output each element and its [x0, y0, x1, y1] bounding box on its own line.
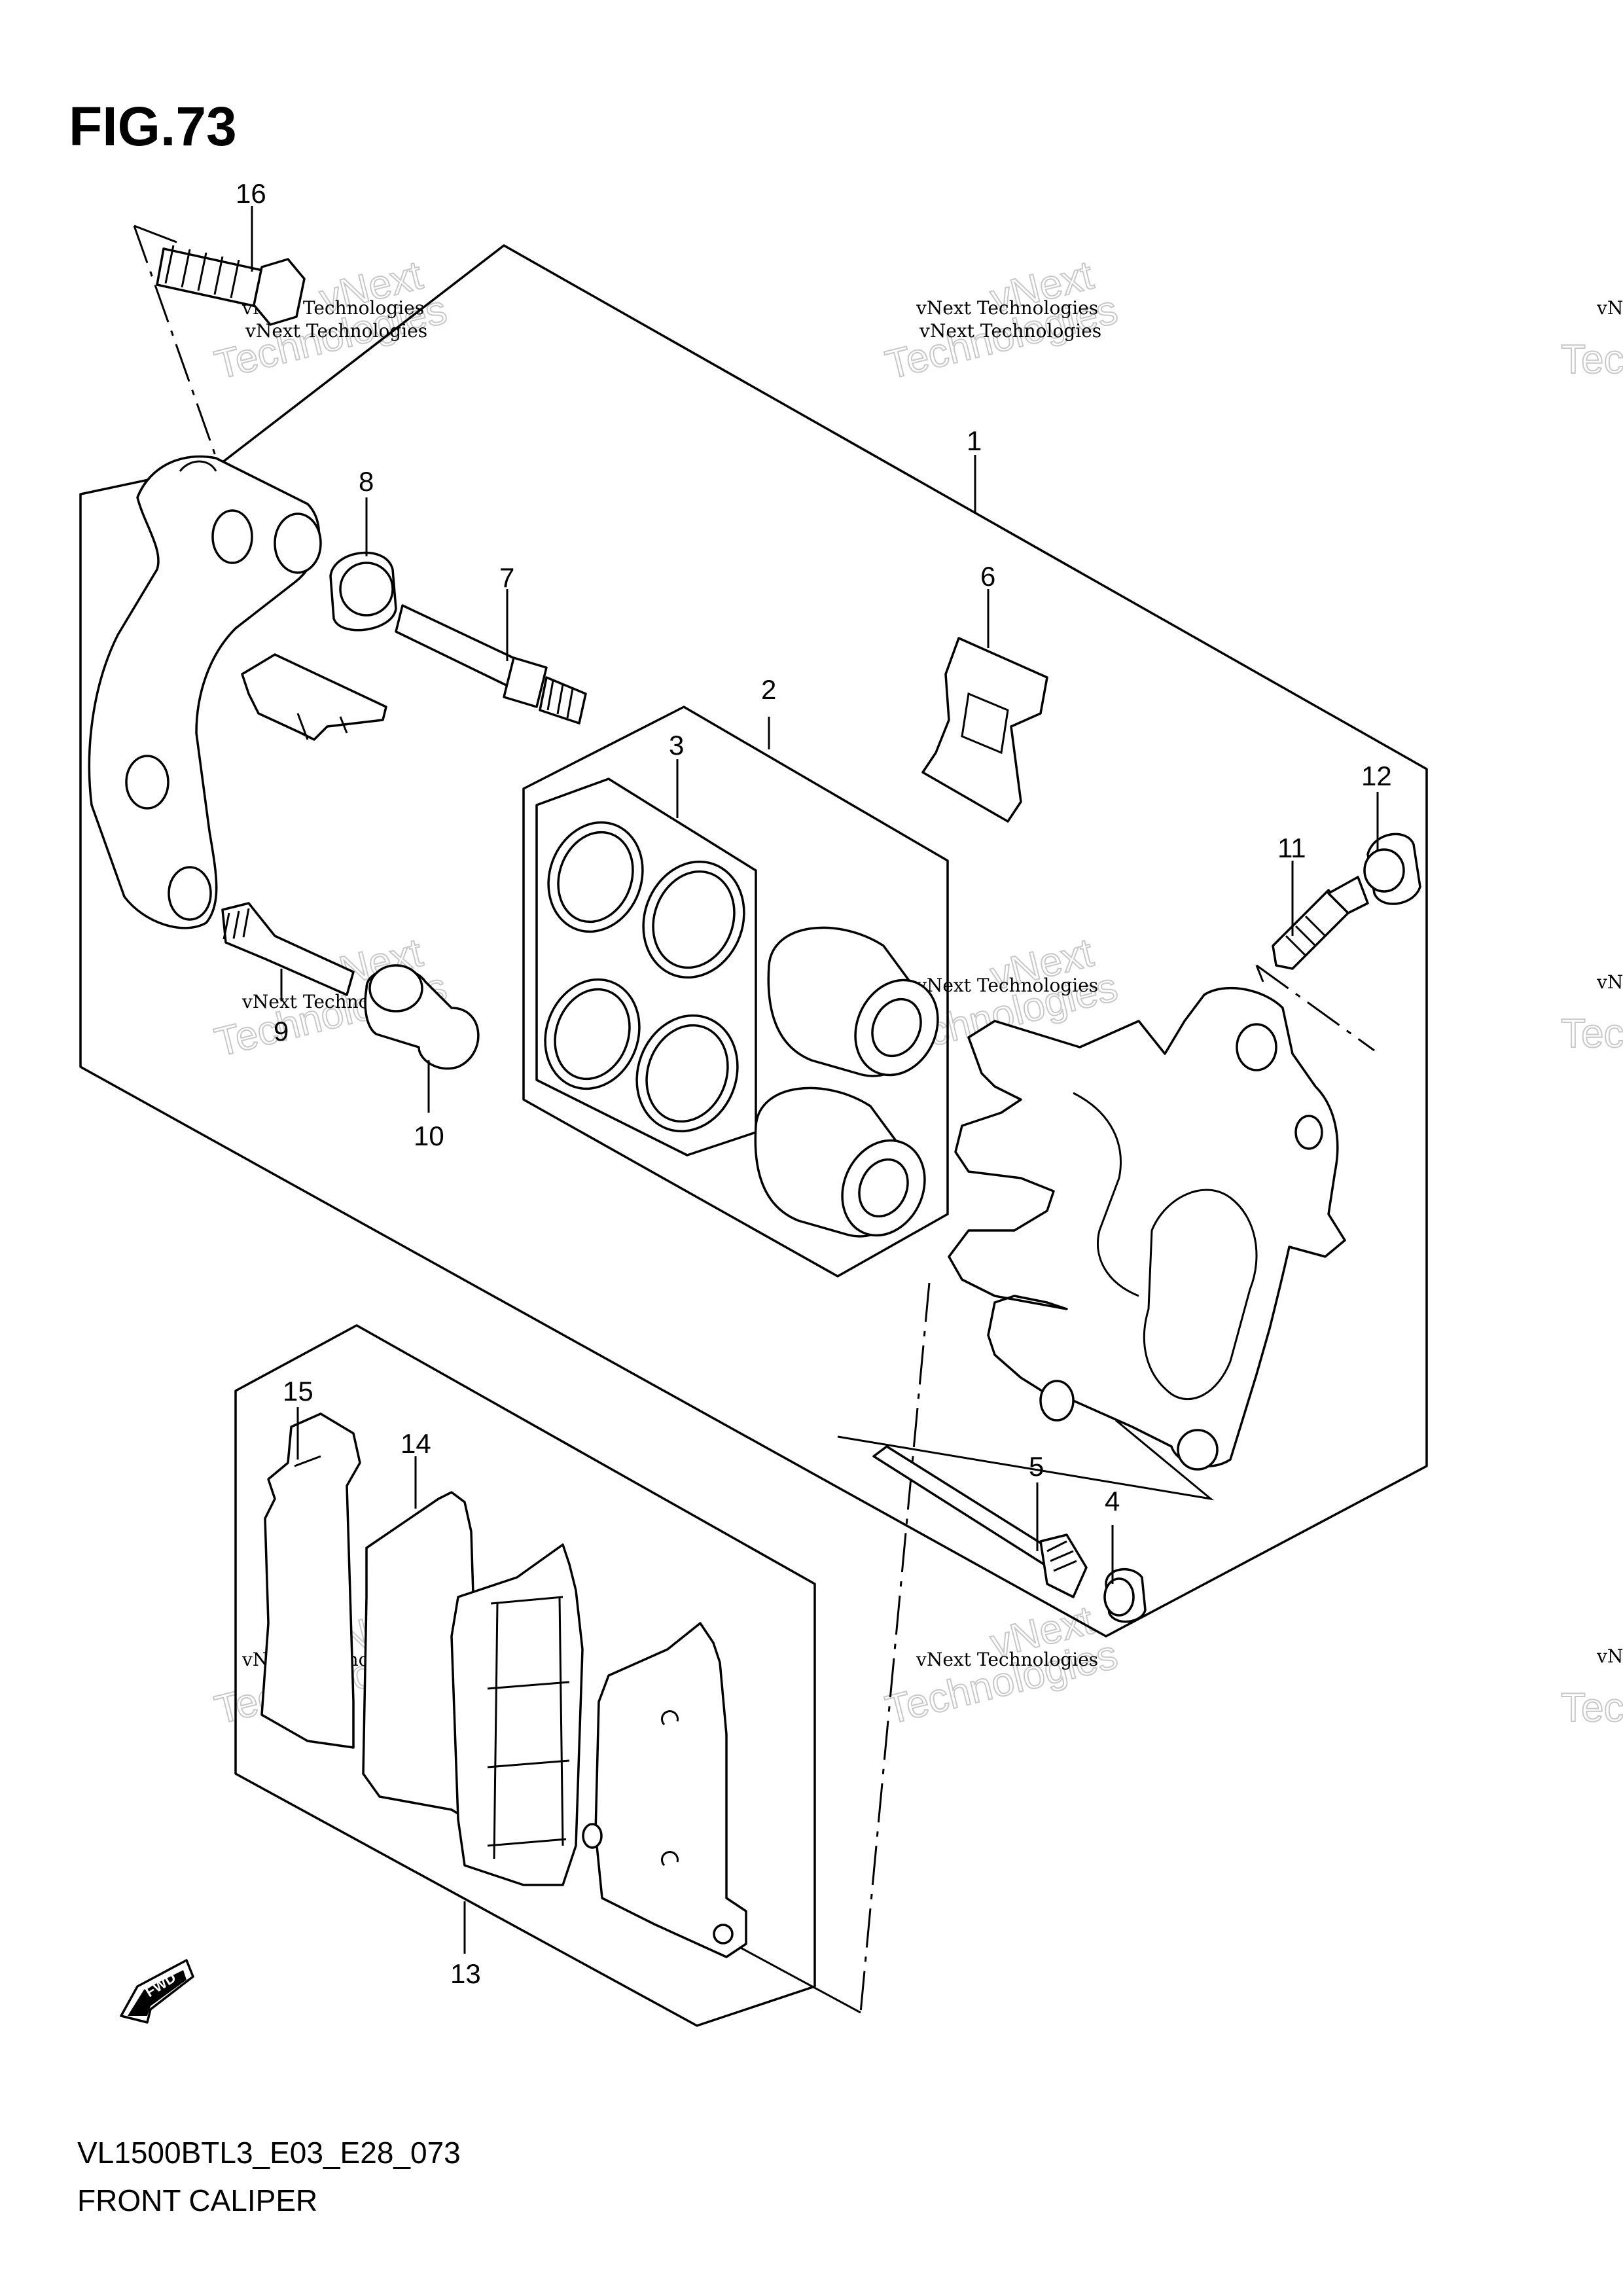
watermark-text-edge: vNext Technologies	[1596, 1645, 1623, 1667]
watermark-text: vNext Technologies	[916, 1649, 1098, 1670]
bolt-16	[156, 245, 306, 326]
pin5-guide-top	[837, 1419, 1215, 1501]
callout-11: 11	[1277, 833, 1306, 863]
assembly-outline-main	[79, 244, 1428, 1638]
callout-7: 7	[499, 562, 514, 593]
callout-2: 2	[761, 674, 776, 705]
figure-name: FRONT CALIPER	[77, 2183, 317, 2217]
callout-16: 16	[236, 178, 266, 209]
brake-pad-b	[582, 1622, 747, 1958]
watermark-text: vNext Technologies	[919, 320, 1101, 342]
callout-4: 4	[1105, 1486, 1120, 1516]
watermark-text-edge: vNext Technologies	[1596, 297, 1623, 319]
pad-shim-15	[260, 1412, 361, 1749]
bleeder-guide-short	[1255, 965, 1264, 982]
pad-retainer-6	[921, 637, 1048, 823]
bolt16-guide-line-top	[134, 224, 177, 243]
brake-pad-a	[450, 1543, 584, 1886]
callout-1: 1	[967, 425, 982, 456]
forward-arrow-icon: FWD	[120, 1959, 194, 2024]
pad-pin-guide	[739, 1946, 861, 2014]
leader-lines	[251, 206, 1379, 1954]
pin5-guide-line	[859, 1282, 931, 2013]
callout-5: 5	[1029, 1451, 1044, 1482]
bleeder-valve-11	[1272, 876, 1369, 970]
watermark-technologies-edge: Technologies	[1561, 337, 1623, 382]
callout-12: 12	[1361, 761, 1392, 791]
callout-10: 10	[414, 1121, 444, 1151]
caliper-body	[948, 986, 1346, 1471]
slide-pin-7	[395, 604, 587, 725]
caliper-bracket	[88, 455, 322, 929]
watermark-text-edge: vNext Technologies	[1596, 971, 1623, 993]
callout-8: 8	[359, 466, 374, 497]
seal-kit-outline	[522, 706, 949, 1278]
callout-14: 14	[401, 1428, 431, 1459]
callout-6: 6	[980, 561, 995, 592]
pistons	[754, 926, 939, 1238]
callout-9: 9	[274, 1016, 289, 1047]
bleeder-cap-12	[1363, 833, 1421, 905]
figure-title: FIG.73	[69, 96, 237, 157]
slide-pin-9	[221, 902, 355, 996]
pad-pin-5	[872, 1445, 1088, 1598]
boot-10	[364, 964, 480, 1070]
watermark-technologies-edge: Technologies	[1561, 1685, 1623, 1731]
callout-labels: 1 2 3 4 5 6 7 8 9 10 11 12 13 14 15 16	[236, 178, 1392, 1989]
callout-3: 3	[669, 730, 684, 761]
watermark-text: vNext Technologies	[916, 297, 1098, 319]
watermark-technologies-edge: Technologies	[1561, 1011, 1623, 1056]
watermark-text: vNext Technologies	[916, 975, 1098, 996]
plug-4	[1103, 1568, 1147, 1623]
watermark-top-center: vNext Technologies	[881, 252, 1123, 389]
pad-spring-clip	[241, 653, 387, 741]
pad-set-outline	[234, 1324, 816, 2027]
callout-15: 15	[283, 1376, 313, 1407]
callout-13: 13	[450, 1958, 481, 1989]
figure-code: VL1500BTL3_E03_E28_073	[77, 2136, 461, 2170]
piston-seals-3	[544, 821, 745, 1133]
bleeder-guide-line	[1256, 964, 1375, 1052]
boot-8	[329, 551, 397, 632]
